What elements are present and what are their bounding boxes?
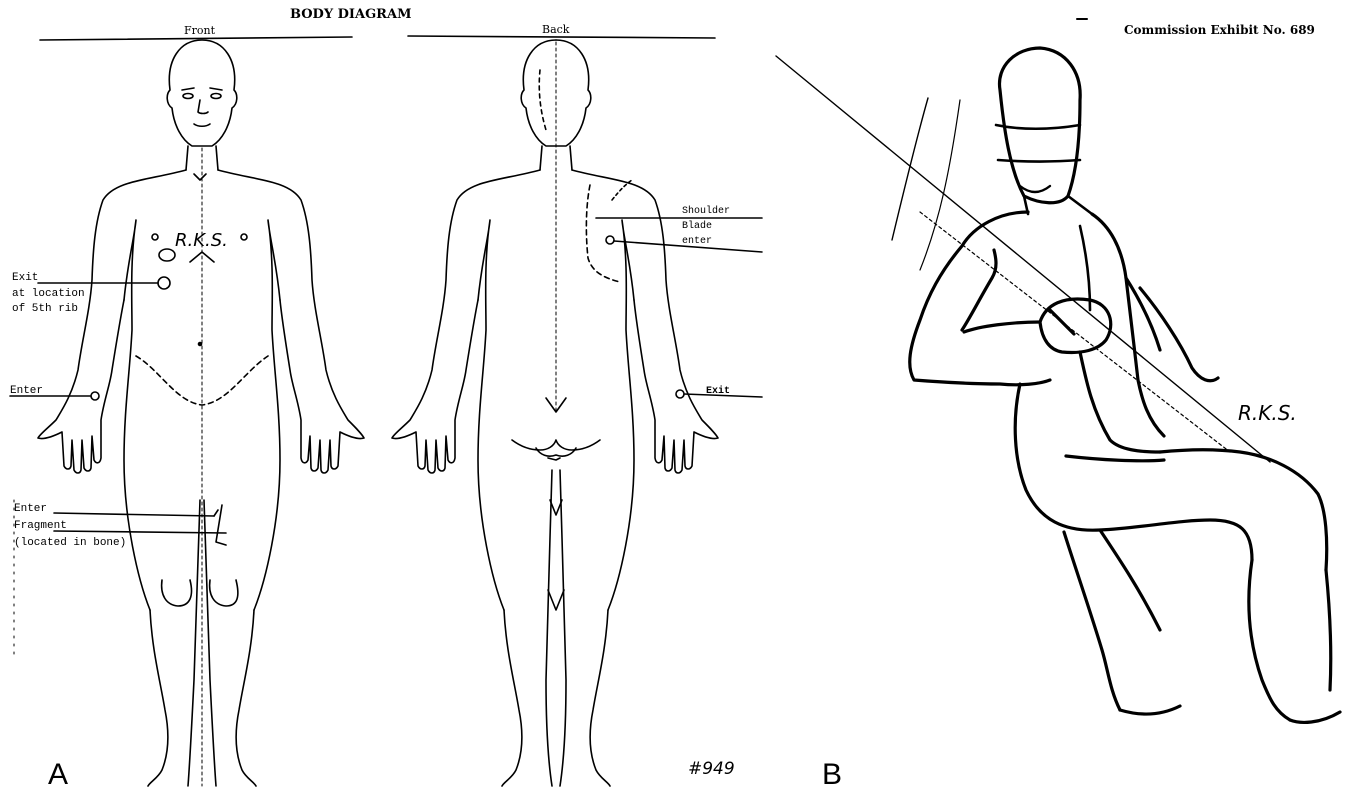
- back-exit-label: Exit: [706, 385, 730, 397]
- front-fragment-leader-1: [54, 513, 214, 516]
- front-fragment-label-2: Fragment: [14, 520, 67, 532]
- front-initials: R.K.S.: [175, 230, 228, 251]
- diagram-title: BODY DIAGRAM: [290, 7, 411, 22]
- front-body-figure: [38, 40, 364, 786]
- exhibit-label: Commission Exhibit No. 689: [1124, 23, 1315, 37]
- back-shoulder-label-3: enter: [682, 236, 712, 247]
- back-shoulder-label-1: Shoulder: [682, 205, 730, 217]
- seated-figure: [910, 48, 1340, 722]
- panel-label-b: B: [822, 758, 842, 789]
- trajectory-line-1: [776, 56, 1270, 462]
- back-body-figure: [392, 40, 718, 786]
- trajectory-arc: [892, 98, 928, 240]
- front-fragment-mark: [214, 505, 226, 545]
- front-exit-detail-1: at location: [12, 288, 85, 300]
- front-exit-label: Exit: [12, 272, 38, 284]
- back-label: Back: [542, 23, 570, 36]
- front-fragment-leader-2: [54, 531, 226, 533]
- trajectory-arc-2: [920, 100, 960, 270]
- panel-label-a: A: [48, 758, 68, 789]
- front-waist-line: [136, 356, 268, 405]
- back-head-dash: [539, 70, 546, 130]
- back-shoulder-label-2: Blade: [682, 220, 712, 232]
- front-fragment-label-3: (located in bone): [14, 537, 126, 549]
- back-header-rule: [408, 36, 715, 38]
- front-header-rule: [40, 37, 352, 40]
- front-fragment-label-1: Enter: [14, 503, 47, 515]
- seated-initials: R.K.S.: [1238, 401, 1297, 425]
- page-number: #949: [688, 759, 735, 779]
- front-exit-detail-2: of 5th rib: [12, 303, 78, 315]
- front-enter-label: Enter: [10, 385, 43, 397]
- front-label: Front: [184, 24, 216, 37]
